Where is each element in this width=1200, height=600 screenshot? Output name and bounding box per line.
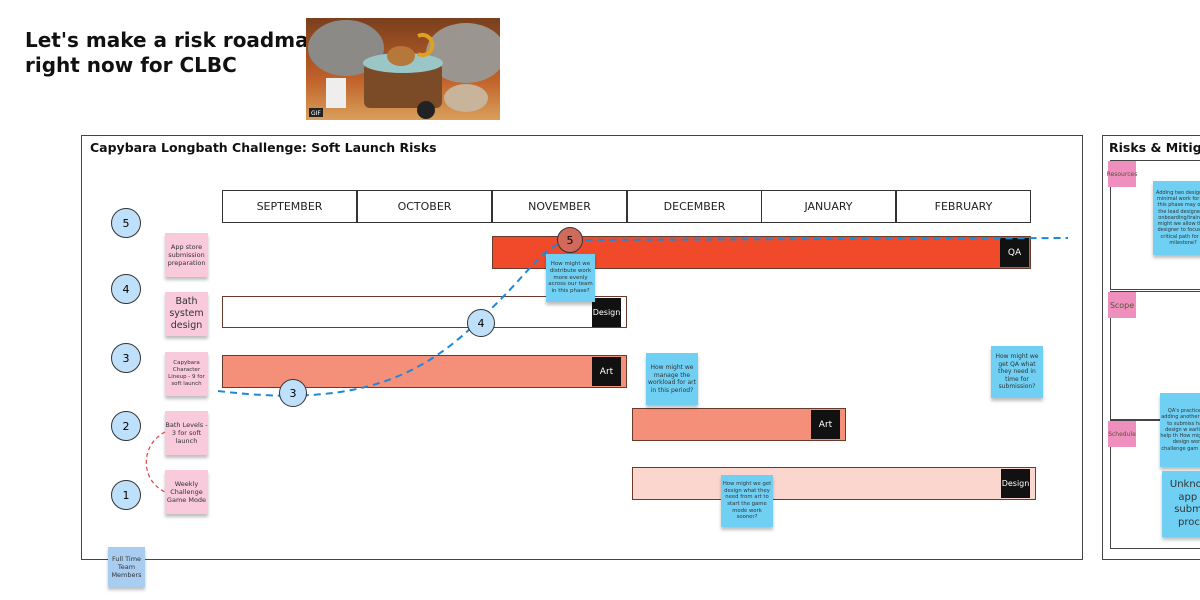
- risk-cell-scope: [1110, 291, 1200, 421]
- month-january: JANUARY: [761, 190, 896, 223]
- gif-badge: GIF: [311, 110, 321, 117]
- month-november: NOVEMBER: [492, 190, 627, 223]
- risk-trend-line: [217, 237, 1069, 397]
- level-3-circle: 3: [111, 343, 141, 373]
- bar-tag: Art: [592, 357, 621, 386]
- month-december: DECEMBER: [627, 190, 762, 223]
- bar-design-2[interactable]: Design: [632, 467, 1036, 500]
- risks-frame: Risks & Mitigat Resources Scope Schedule…: [1102, 135, 1200, 560]
- dependency-arc: [145, 431, 166, 493]
- level-5-circle: 5: [111, 208, 141, 238]
- bar-art-2[interactable]: Art: [632, 408, 846, 441]
- level-4-circle: 4: [111, 274, 141, 304]
- row-label-character-lineup: Capybara Character Lineup - 9 for soft l…: [165, 352, 208, 396]
- risk-tag-scope: Scope: [1108, 292, 1136, 318]
- board-title: Capybara Longbath Challenge: Soft Launch…: [90, 140, 437, 155]
- bar-tag: QA: [1000, 238, 1029, 267]
- risks-title: Risks & Mitigat: [1109, 140, 1200, 155]
- risk-marker-4: 4: [467, 309, 495, 337]
- risk-tag-schedule: Schedule: [1108, 421, 1136, 447]
- risk-cell-resources: [1110, 160, 1200, 290]
- row-label-weekly-challenge: Weekly Challenge Game Mode: [165, 470, 208, 514]
- question-sticky-game-mode: How might we get design what they need f…: [721, 475, 773, 527]
- risk-cell-schedule: [1110, 419, 1200, 549]
- bar-tag: Design: [592, 298, 621, 327]
- gif-illustration: GIF: [308, 20, 500, 119]
- capybara-bath-gif[interactable]: GIF: [306, 18, 500, 120]
- month-september: SEPTEMBER: [222, 190, 357, 223]
- row-label-bath-levels: Bath Levels - 3 for soft launch: [165, 411, 208, 455]
- question-sticky-art-workload: How might we manage the workload for art…: [646, 353, 698, 405]
- risk-note-resources: Adding two designers minimal work for th…: [1153, 181, 1200, 255]
- legend-full-time-members: Full Time Team Members: [108, 547, 145, 587]
- month-october: OCTOBER: [357, 190, 492, 223]
- question-sticky-qa: How might we get QA what they need in ti…: [991, 346, 1043, 398]
- risk-marker-3: 3: [279, 379, 307, 407]
- bar-tag: Design: [1001, 469, 1030, 498]
- row-label-bath-system: Bath system design: [165, 292, 208, 336]
- question-sticky-distribute: How might we distribute work more evenly…: [546, 254, 595, 302]
- risk-marker-5: 5: [557, 227, 583, 253]
- risk-note-schedule: QA's practices wil adding another p clos…: [1160, 393, 1200, 467]
- bar-tag: Art: [811, 410, 840, 439]
- row-label-app-store: App store submission preparation: [165, 233, 208, 277]
- month-february: FEBRUARY: [896, 190, 1031, 223]
- level-2-circle: 2: [111, 411, 141, 441]
- risk-note-app-store: Unkno in app s submis proce: [1162, 471, 1200, 537]
- risk-tag-resources: Resources: [1107, 161, 1137, 187]
- level-1-circle: 1: [111, 480, 141, 510]
